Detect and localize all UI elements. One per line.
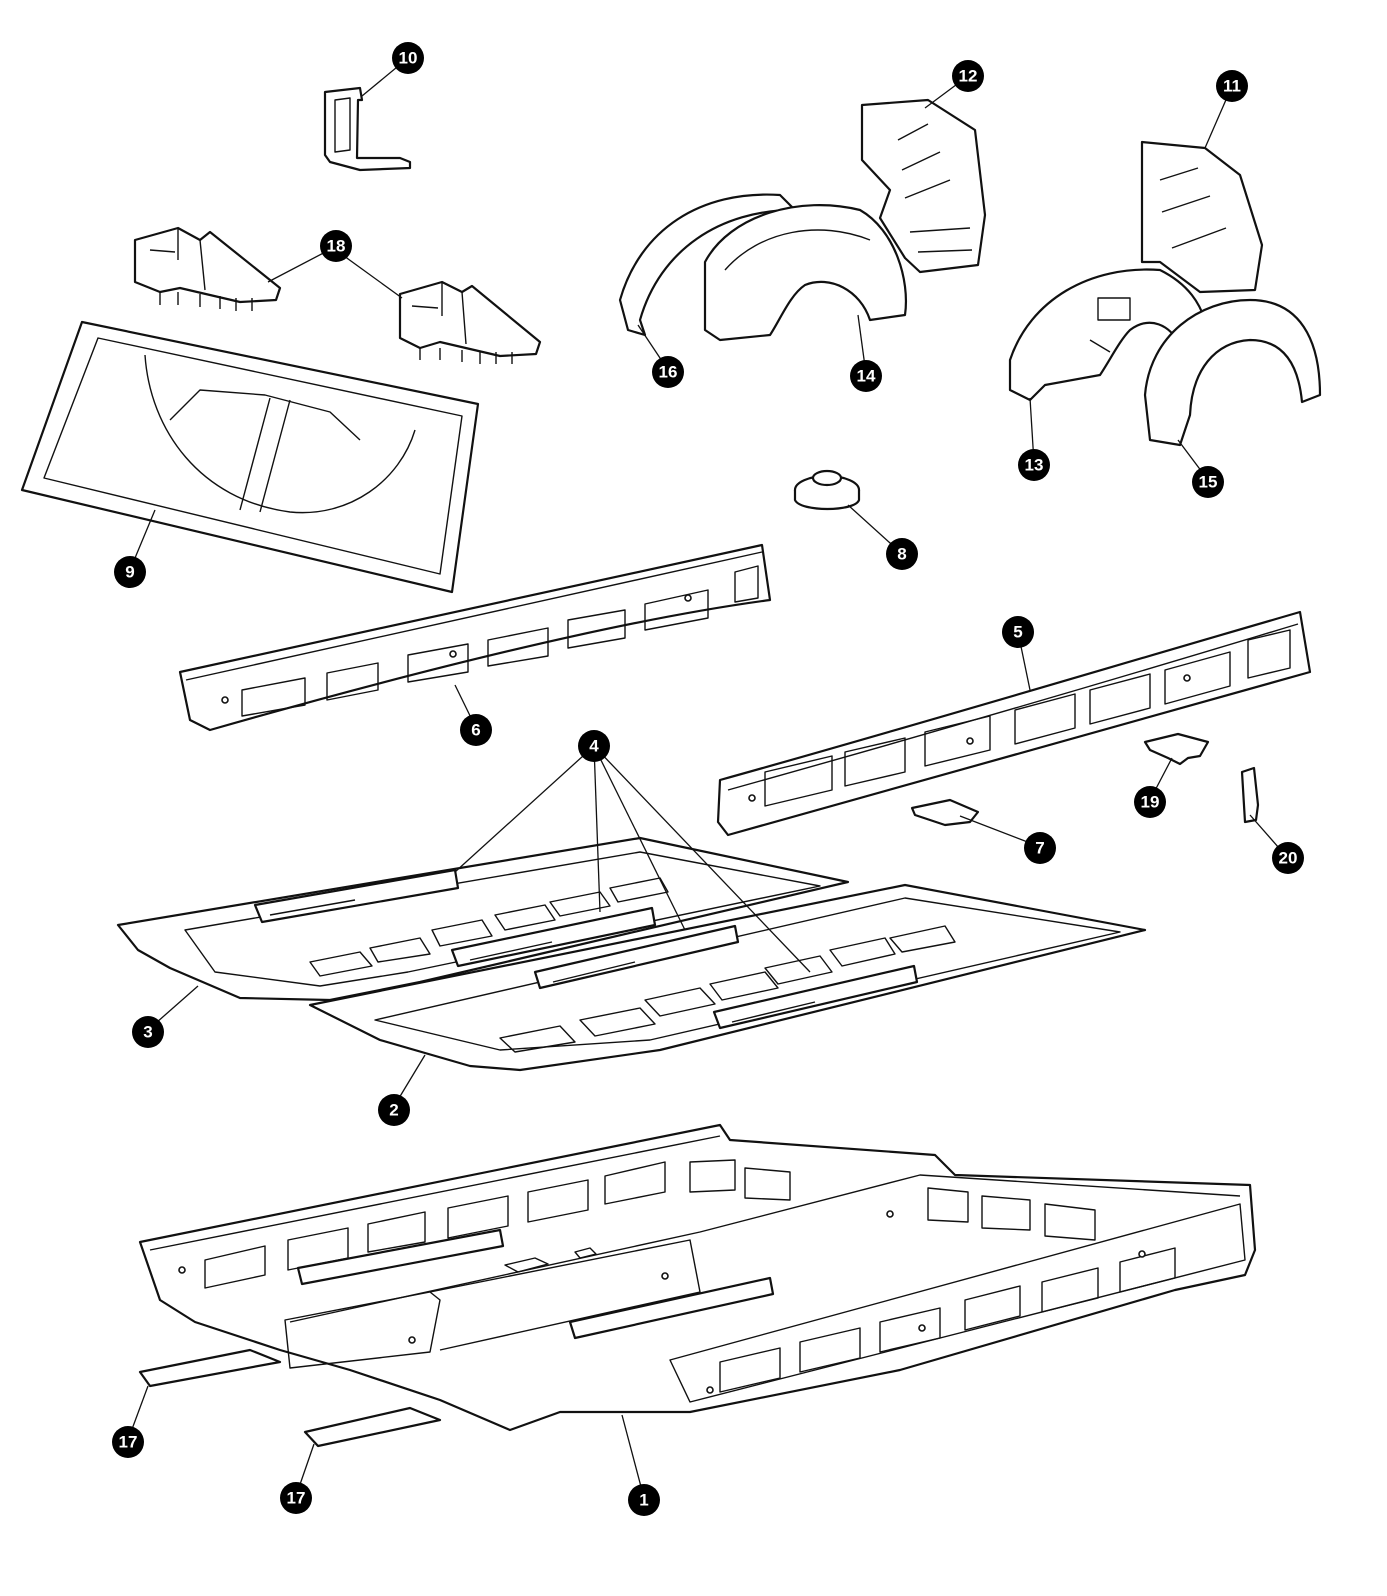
part-19-clip	[1143, 732, 1210, 766]
part-17-strip-b	[303, 1406, 442, 1448]
callout-6: 6	[460, 714, 492, 746]
svg-text:17: 17	[287, 1489, 306, 1508]
callout-2: 2	[378, 1094, 410, 1126]
callout-8: 8	[886, 538, 918, 570]
part-11-panel	[1140, 140, 1264, 294]
callout-14: 14	[850, 360, 882, 392]
part-4-seat-rails	[253, 868, 919, 1030]
svg-text:5: 5	[1013, 623, 1022, 642]
svg-text:18: 18	[327, 237, 346, 256]
svg-text:3: 3	[143, 1023, 152, 1042]
svg-text:15: 15	[1199, 473, 1218, 492]
svg-text:16: 16	[659, 363, 678, 382]
callout-5: 5	[1002, 616, 1034, 648]
svg-text:20: 20	[1279, 849, 1298, 868]
part-12-panel	[860, 98, 987, 274]
callout-9: 9	[114, 556, 146, 588]
svg-text:4: 4	[589, 737, 599, 756]
part-15-wheel-arch	[1143, 298, 1322, 447]
callout-15: 15	[1192, 466, 1224, 498]
part-9-panel	[20, 320, 480, 594]
callout-18: 18	[320, 230, 352, 262]
part-18-bracket-right	[398, 280, 542, 364]
part-17-strip-a	[138, 1348, 282, 1388]
svg-text:6: 6	[471, 721, 480, 740]
svg-text:2: 2	[389, 1101, 398, 1120]
svg-text:19: 19	[1141, 793, 1160, 812]
svg-text:13: 13	[1025, 456, 1044, 475]
callout-11: 11	[1216, 70, 1248, 102]
part-14-wheel-arch-liner	[703, 204, 907, 342]
callout-17a: 17	[112, 1426, 144, 1458]
part-7-clip	[910, 798, 980, 827]
svg-text:9: 9	[125, 563, 134, 582]
part-1-floor-assembly	[138, 1123, 1257, 1432]
callout-12: 12	[952, 60, 984, 92]
callout-3: 3	[132, 1016, 164, 1048]
callout-17b: 17	[280, 1482, 312, 1514]
callout-4: 4	[578, 730, 610, 762]
svg-text:7: 7	[1035, 839, 1044, 858]
svg-text:11: 11	[1223, 77, 1241, 96]
callout-20: 20	[1272, 842, 1304, 874]
callout-16: 16	[652, 356, 684, 388]
part-8-grommet	[793, 469, 861, 510]
svg-text:8: 8	[897, 545, 906, 564]
callout-7: 7	[1024, 832, 1056, 864]
callout-13: 13	[1018, 449, 1050, 481]
svg-text:12: 12	[959, 67, 978, 86]
svg-text:10: 10	[399, 49, 418, 68]
part-10-bracket	[323, 86, 412, 172]
callout-10: 10	[392, 42, 424, 74]
part-18-bracket-left	[133, 226, 282, 311]
callout-19: 19	[1134, 786, 1166, 818]
part-5-rail	[716, 610, 1312, 837]
svg-text:1: 1	[639, 1491, 648, 1510]
callout-1: 1	[628, 1484, 660, 1516]
svg-text:17: 17	[119, 1433, 138, 1452]
part-20-plate	[1240, 766, 1260, 824]
svg-text:14: 14	[857, 367, 876, 386]
part-6-rail	[178, 543, 772, 732]
